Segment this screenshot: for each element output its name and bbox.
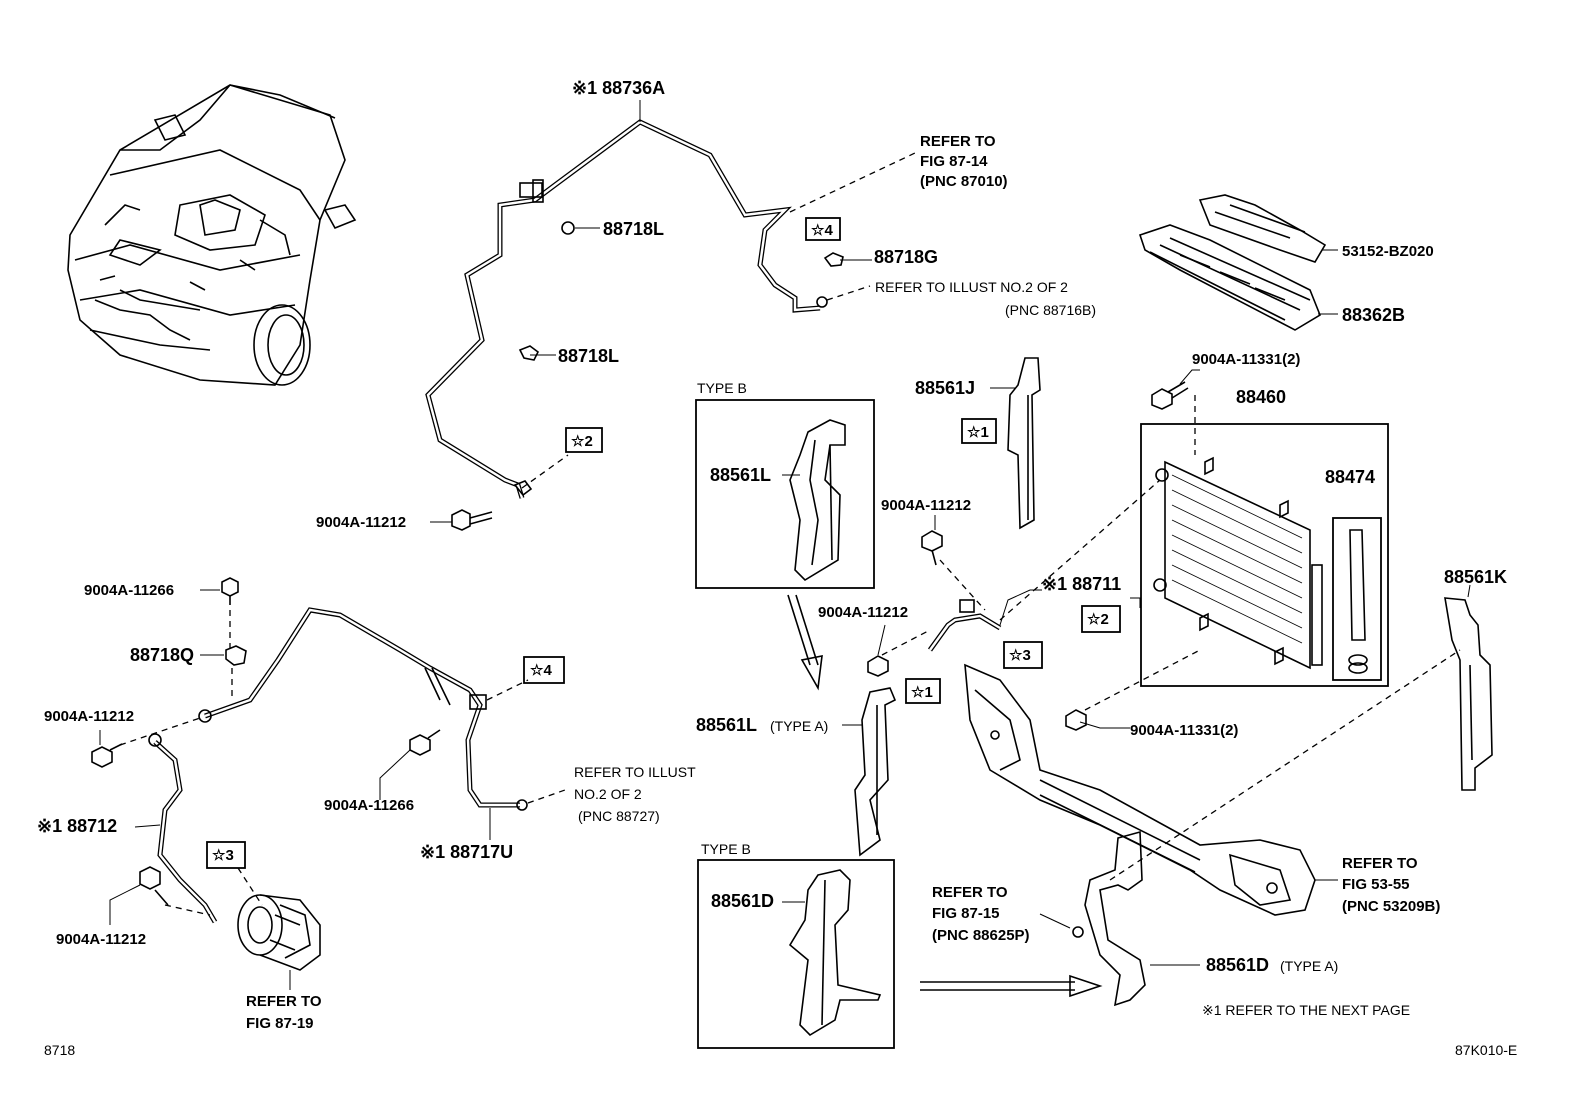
label-bolt-11212-top: 9004A-11212 [316, 514, 406, 531]
type-b-box-88561D [697, 859, 895, 1049]
label-53152-BZ020: 53152-BZ020 [1342, 243, 1434, 260]
label-88561D-typeA-suffix: (TYPE A) [1280, 958, 1338, 974]
label-bolt-11331-top: 9004A-11331(2) [1192, 351, 1300, 368]
vehicle-illustration [67, 84, 357, 386]
label-88474: 88474 [1325, 467, 1375, 487]
star-box [206, 841, 246, 869]
pipe-88712 [148, 733, 218, 924]
arrow-icon [920, 974, 1103, 998]
label-88561K: 88561K [1444, 567, 1507, 587]
label-88718Q: 88718Q [130, 645, 194, 665]
refer-illust-88727-line2: NO.2 OF 2 [574, 786, 642, 802]
refer-fig-87-15-line2: FIG 87-15 [932, 905, 1000, 922]
bolt-icon [91, 743, 123, 768]
pipe-88717U [198, 607, 528, 811]
refer-fig-87-14-line2: FIG 87-14 [920, 153, 988, 170]
receiver-88474 [1348, 529, 1368, 674]
label-bolt-11212-left: 9004A-11212 [44, 708, 134, 725]
refer-fig-87-19-line1: REFER TO [246, 993, 322, 1010]
bolt-icon [1065, 709, 1087, 731]
label-88736A: ※1 88736A [572, 78, 665, 98]
star-box [805, 217, 841, 241]
label-88561J: 88561J [915, 378, 975, 398]
condenser-group-box [1140, 423, 1389, 687]
refer-illust-88716B-line2: (PNC 88716B) [1005, 302, 1096, 318]
star-box [1003, 641, 1043, 669]
bolt-icon [1151, 381, 1189, 410]
type-b-bottom-label: TYPE B [701, 841, 751, 857]
refer-fig-87-15-line3: (PNC 88625P) [932, 927, 1030, 944]
part-88561K [1444, 597, 1493, 791]
bolt-icon [139, 866, 169, 906]
part-53152-88362B [1138, 194, 1327, 331]
part-88561L-typeA [854, 687, 897, 857]
part-88561J [1007, 357, 1041, 530]
type-b-top-label: TYPE B [697, 380, 747, 396]
star-3-left-label: ☆3 [212, 847, 234, 864]
refer-fig-87-19-line2: FIG 87-19 [246, 1015, 314, 1032]
label-88561L-typeB: 88561L [710, 465, 771, 485]
label-88712: ※1 88712 [37, 816, 117, 836]
bolt-icon [451, 509, 493, 531]
label-bolt-11212-mid: 9004A-11212 [881, 497, 971, 514]
label-88561L-typeA: 88561L [696, 715, 757, 735]
receiver-box [1332, 517, 1382, 681]
refer-fig-87-14-line1: REFER TO [920, 133, 996, 150]
star-2-top-label: ☆2 [571, 433, 593, 450]
refer-fig-53-55-line1: REFER TO [1342, 855, 1418, 872]
label-bolt-11266-mid: 9004A-11266 [324, 797, 414, 814]
star-4-top-label: ☆4 [811, 222, 833, 239]
refer-fig-53-55-line3: (PNC 53209B) [1342, 898, 1440, 915]
type-b-box-88561L [695, 399, 875, 589]
star-3-mid-label: ☆3 [1009, 647, 1031, 664]
star-1-l-label: ☆1 [911, 684, 933, 701]
bolt-icon [921, 530, 943, 566]
figure-code: 87K010-E [1455, 1042, 1517, 1058]
refer-illust-88727-line1: REFER TO ILLUST [574, 764, 696, 780]
condenser-88460 [1153, 456, 1323, 670]
label-88460: 88460 [1236, 387, 1286, 407]
label-88718L-upper: 88718L [603, 219, 664, 239]
label-88561D-typeB: 88561D [711, 891, 774, 911]
refer-illust-88727-line3: (PNC 88727) [578, 808, 660, 824]
bolt-icon [867, 655, 889, 677]
label-88561L-typeA-suffix: (TYPE A) [770, 718, 828, 734]
part-88561L-typeB [789, 419, 846, 582]
label-88362B: 88362B [1342, 305, 1405, 325]
label-88711: ※1 88711 [1042, 574, 1121, 594]
refer-fig-87-14-line3: (PNC 87010) [920, 173, 1008, 190]
page-reference: 8718 [44, 1042, 75, 1058]
star-2-cond-label: ☆2 [1087, 611, 1109, 628]
compressor [237, 894, 321, 971]
label-88718G: 88718G [874, 247, 938, 267]
label-88718L-lower: 88718L [558, 346, 619, 366]
star-box [1081, 605, 1121, 633]
radiator-support [964, 663, 1316, 916]
label-bolt-11212-mid2: 9004A-11212 [818, 604, 908, 621]
refer-fig-87-15-line1: REFER TO [932, 884, 1008, 901]
part-88561D-typeB [788, 869, 882, 1037]
star-1-j-label: ☆1 [967, 424, 989, 441]
label-bolt-11212-bottom: 9004A-11212 [56, 931, 146, 948]
arrow-icon [787, 594, 823, 691]
label-bolt-11266-top: 9004A-11266 [84, 582, 174, 599]
pipe-88711 [927, 599, 1002, 652]
next-page-note: ※1 REFER TO THE NEXT PAGE [1202, 1002, 1410, 1018]
star-box [565, 427, 603, 453]
refer-illust-88716B-line1: REFER TO ILLUST NO.2 OF 2 [875, 279, 1068, 295]
star-box [905, 678, 941, 704]
star-box [523, 656, 565, 684]
pipe-88736A [425, 119, 844, 499]
refer-fig-53-55-line2: FIG 53-55 [1342, 876, 1410, 893]
label-88561D-typeA: 88561D [1206, 955, 1269, 975]
label-88717U: ※1 88717U [420, 842, 513, 862]
star-4-left-label: ☆4 [530, 662, 552, 679]
clip-icon [225, 645, 247, 666]
bolt-icon [221, 577, 239, 605]
part-88561D-typeA [1072, 830, 1146, 1007]
label-bolt-11331-bottom: 9004A-11331(2) [1130, 722, 1238, 739]
star-box [961, 418, 997, 444]
bolt-icon [409, 729, 441, 756]
